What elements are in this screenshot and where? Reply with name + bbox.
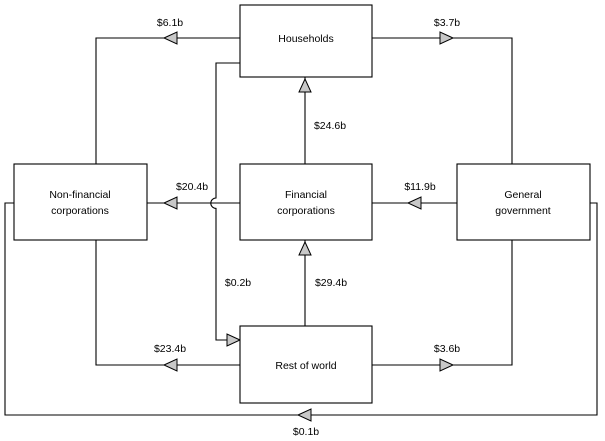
arrowhead-hh-to-gg <box>439 31 455 45</box>
node-label-financial-corporations-line1: Financial <box>285 189 327 201</box>
edge-label-hh-to-nfc: $6.1b <box>157 17 183 29</box>
flow-line-hh-to-nfc <box>95 37 241 165</box>
node-label-households: Households <box>278 33 333 45</box>
edge-label-fc-to-hh: $24.6b <box>314 120 346 132</box>
arrowhead-gg-to-nfc <box>296 408 312 422</box>
edge-label-row-to-gg: $3.6b <box>434 343 460 355</box>
flow-line-hh-to-gg <box>371 37 513 165</box>
edge-label-row-to-fc: $29.4b <box>315 277 347 289</box>
arrowhead-row-to-nfc <box>162 358 178 372</box>
node-label-non-financial-corporations-line2: corporations <box>51 205 109 217</box>
node-label-general-government-line1: General <box>504 189 541 201</box>
node-non-financial-corporations[interactable] <box>13 163 148 241</box>
edge-label-hh-to-gg: $3.7b <box>434 17 460 29</box>
node-label-financial-corporations-line2: corporations <box>277 205 335 217</box>
node-rest-of-world[interactable] <box>239 325 373 404</box>
edge-label-fc-to-nfc: $20.4b <box>176 181 208 193</box>
flow-line-row-to-gg <box>371 239 513 366</box>
arrowhead-fc-to-hh <box>298 77 312 93</box>
node-general-government[interactable] <box>456 163 591 241</box>
flow-line-hh-to-row <box>210 62 241 341</box>
arrowhead-row-to-gg <box>439 358 455 372</box>
edge-label-gg-to-fc: $11.9b <box>404 181 435 193</box>
edge-label-row-to-nfc: $23.4b <box>154 343 186 355</box>
flow-line-row-to-nfc <box>95 239 241 366</box>
edge-label-gg-to-nfc: $0.1b <box>293 426 319 438</box>
arrowhead-hh-to-nfc <box>162 31 178 45</box>
node-financial-corporations[interactable] <box>239 163 373 241</box>
edge-label-hh-to-row: $0.2b <box>225 277 251 289</box>
node-label-rest-of-world: Rest of world <box>275 360 336 372</box>
arrowhead-gg-to-fc <box>406 196 422 210</box>
node-households[interactable] <box>239 4 373 78</box>
arrowhead-row-to-fc <box>298 240 312 256</box>
arrowhead-hh-to-row <box>226 333 242 347</box>
arrowhead-fc-to-nfc <box>162 196 178 210</box>
node-label-general-government-line2: government <box>495 205 551 217</box>
node-label-non-financial-corporations-line1: Non-financial <box>49 189 110 201</box>
